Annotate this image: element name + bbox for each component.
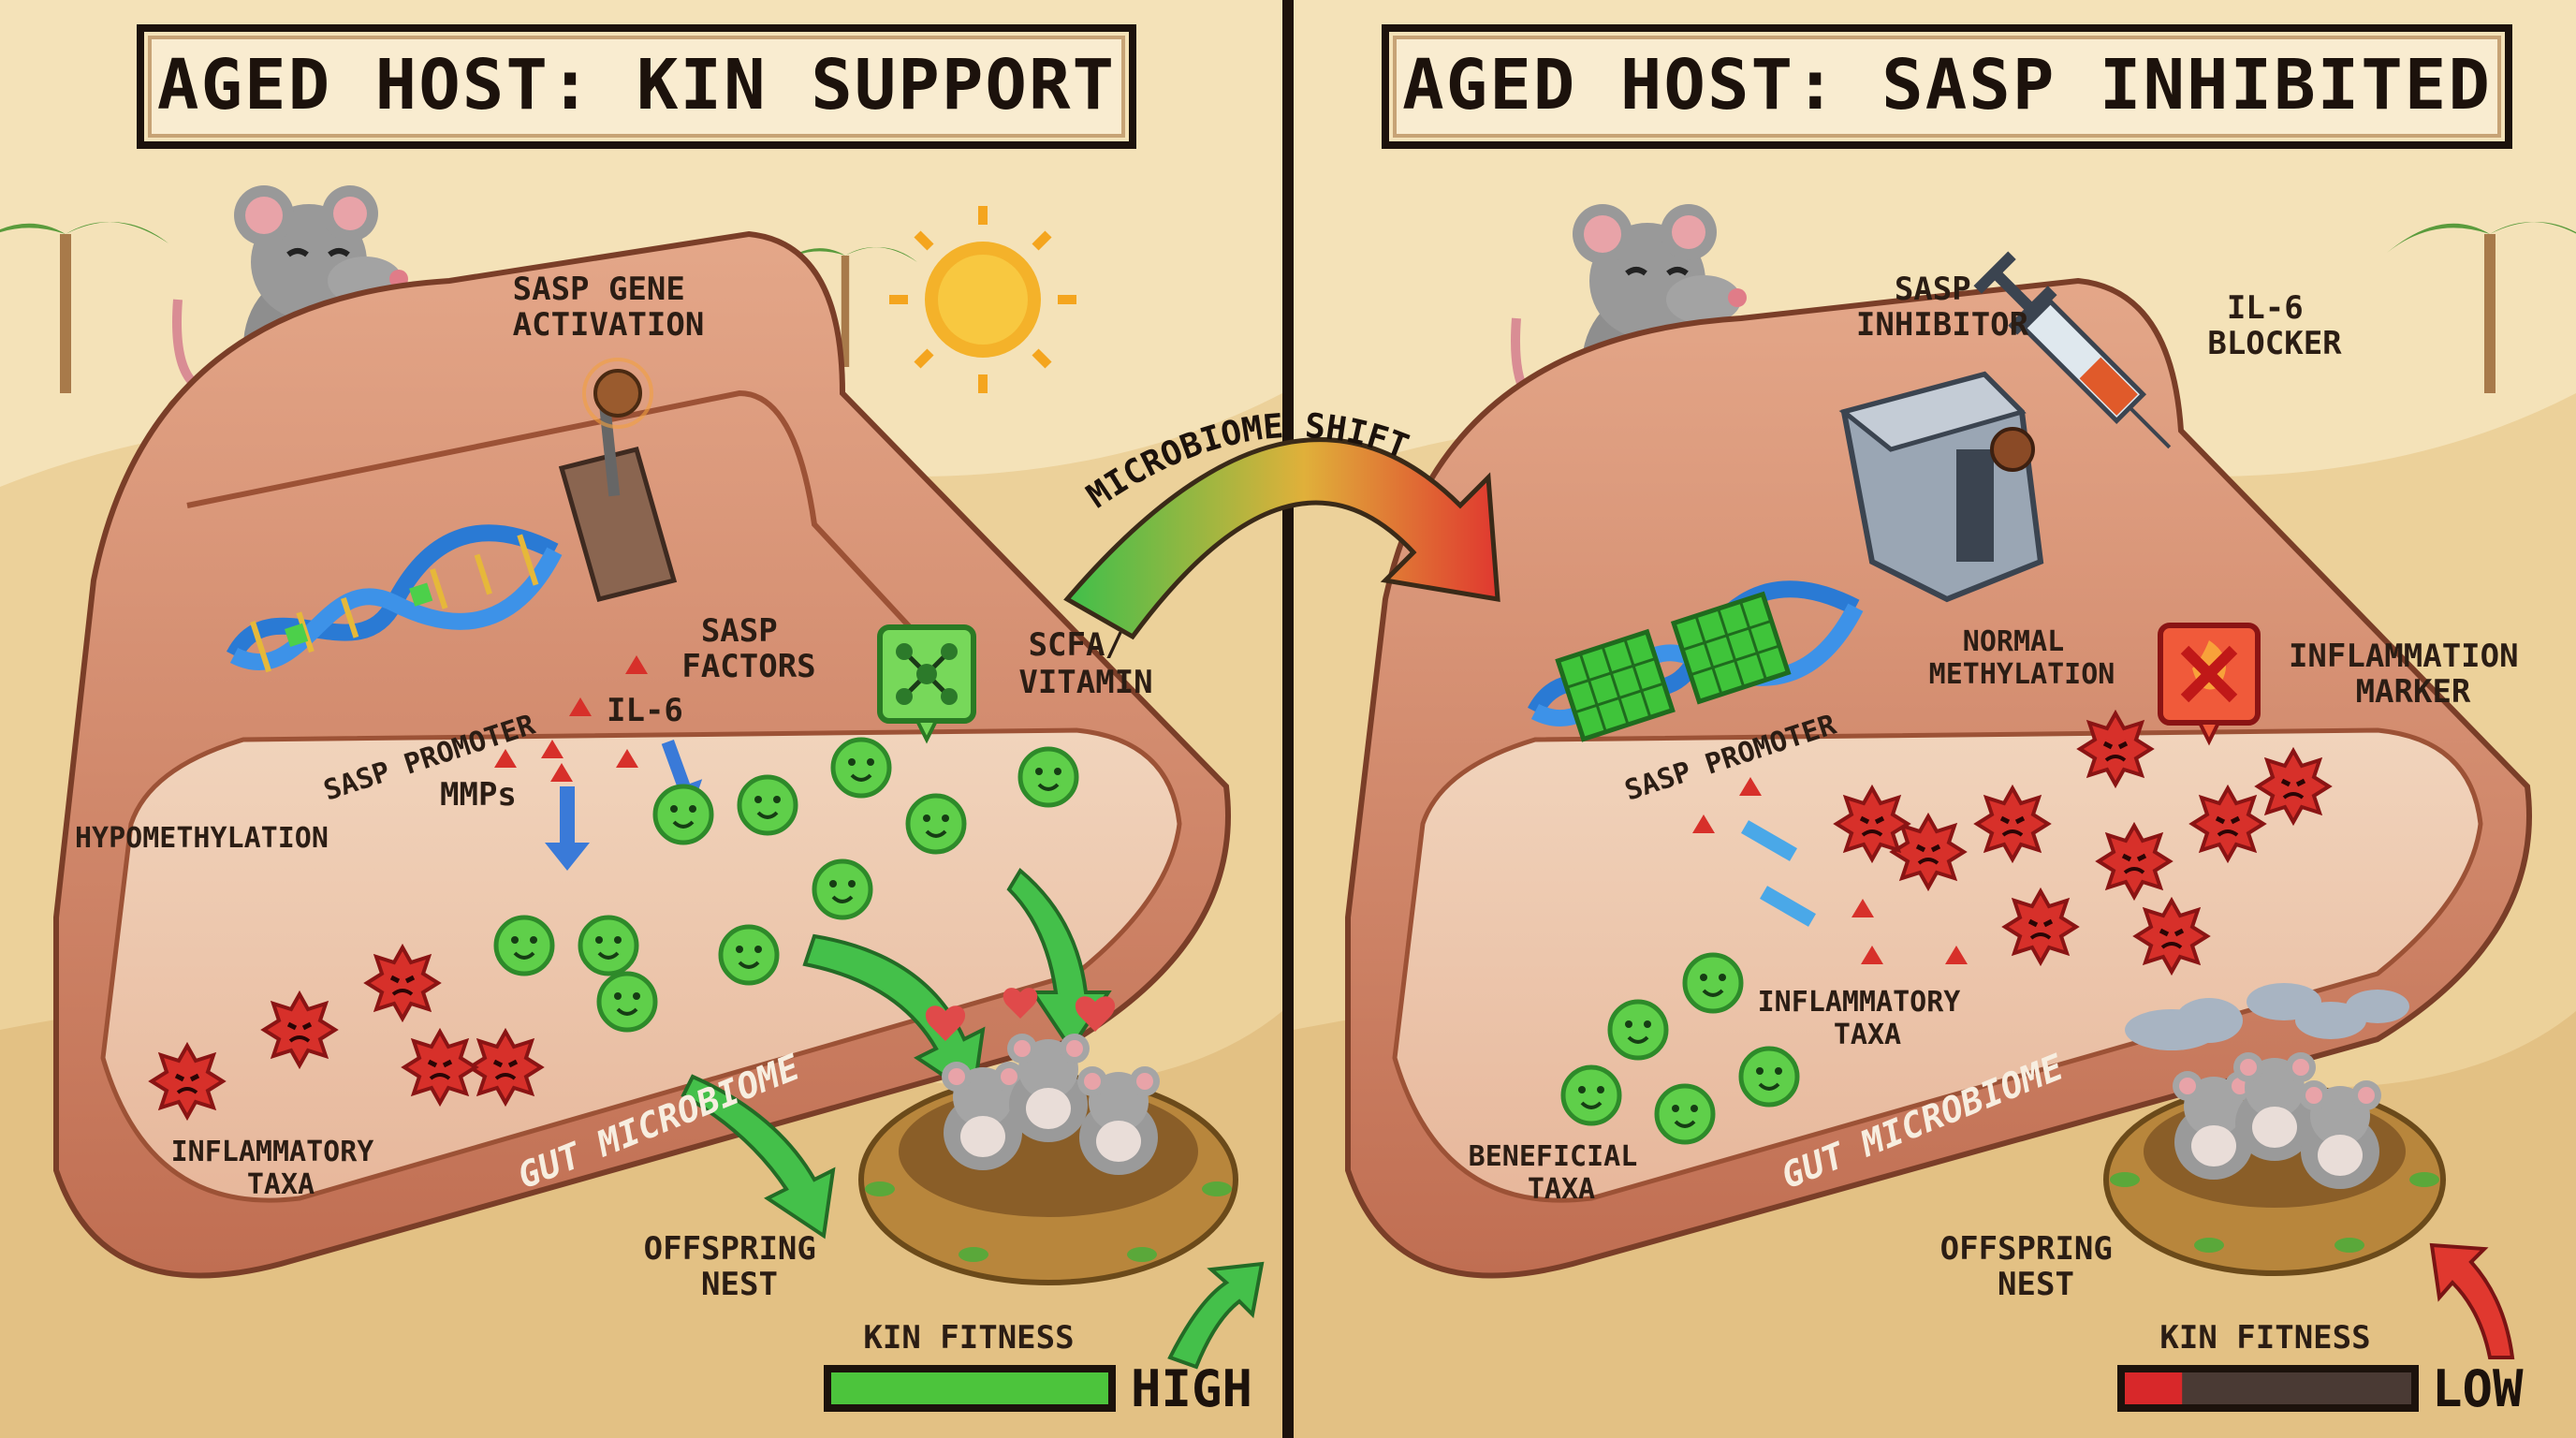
kin-fitness-label: KIN FITNESS bbox=[2159, 1319, 2370, 1357]
il6-label: IL-6 bbox=[607, 692, 683, 729]
normal-methylation-label: NORMAL METHYLATION bbox=[1929, 625, 2115, 691]
sasp-gene-activation-label: SASP GENE ACTIVATION bbox=[513, 271, 705, 344]
mmps-label: MMPs bbox=[440, 776, 517, 814]
left-panel: AGED HOST: KIN SUPPORT SASP GENE ACTIVAT… bbox=[0, 0, 1282, 1438]
title-box: AGED HOST: KIN SUPPORT bbox=[137, 24, 1136, 149]
kin-fitness-level: HIGH bbox=[1131, 1359, 1252, 1418]
lever-icon bbox=[558, 358, 678, 603]
nest-icon bbox=[2103, 1052, 2446, 1276]
right-panel: AGED HOST: SASP INHIBITED SASP INHIBITOR… bbox=[1294, 0, 2576, 1438]
inflammation-marker-label: INFLAMMATION MARKER bbox=[2289, 638, 2538, 711]
microbiome-shift-arrow bbox=[1063, 437, 1500, 640]
kin-fitness-fill bbox=[2125, 1372, 2183, 1404]
title-box: AGED HOST: SASP INHIBITED bbox=[1382, 24, 2512, 149]
kin-fitness-fill bbox=[831, 1372, 1108, 1404]
inflammation-x-icon bbox=[2158, 623, 2261, 746]
dna-icon bbox=[226, 524, 563, 673]
kin-fitness-level: LOW bbox=[2432, 1359, 2524, 1418]
kin-fitness-bar bbox=[2117, 1365, 2419, 1412]
offspring-nest-label: OFFSPRING NEST bbox=[1940, 1230, 2132, 1303]
nest-icon bbox=[858, 1034, 1238, 1285]
sasp-factors-label: SASP FACTORS bbox=[681, 612, 815, 685]
heart-icon bbox=[925, 988, 1116, 1041]
offspring-nest-label: OFFSPRING NEST bbox=[644, 1230, 836, 1303]
sun-icon bbox=[889, 206, 1076, 393]
switch-icon bbox=[1838, 371, 2044, 603]
sasp-inhibitor-label: SASP INHIBITOR bbox=[1856, 271, 2029, 344]
sasp-factor-markers bbox=[494, 655, 648, 782]
sasp-factor-markers bbox=[1692, 777, 1968, 964]
kin-fitness-bar bbox=[824, 1365, 1116, 1412]
inflammatory-taxa-label: INFLAMMATORY TAXA bbox=[1758, 986, 1978, 1051]
panel-title: AGED HOST: KIN SUPPORT bbox=[157, 45, 1116, 125]
beneficial-taxa-label: BENEFICIAL TAXA bbox=[1469, 1140, 1655, 1206]
hypomethylation-label: HYPOMETHYLATION bbox=[75, 822, 329, 855]
scfa-vitamin-label: SCFA/ VITAMIN bbox=[1018, 626, 1152, 701]
syringe-icon bbox=[1973, 251, 2172, 449]
molecule-icon bbox=[877, 624, 976, 744]
dna-icon bbox=[1527, 580, 1864, 742]
panel-title: AGED HOST: SASP INHIBITED bbox=[1402, 45, 2492, 125]
il6-blocker-label: IL-6 BLOCKER bbox=[2207, 289, 2342, 362]
kin-fitness-label: KIN FITNESS bbox=[863, 1319, 1074, 1357]
trend-up-arrow-icon bbox=[1167, 1261, 1265, 1370]
inflammatory-taxa-label: INFLAMMATORY TAXA bbox=[171, 1136, 391, 1201]
panel-divider bbox=[1282, 0, 1294, 1438]
trend-down-arrow-icon bbox=[2429, 1242, 2515, 1359]
mmps-blade-icon bbox=[1741, 820, 1816, 927]
cloud-icon bbox=[2125, 983, 2409, 1050]
